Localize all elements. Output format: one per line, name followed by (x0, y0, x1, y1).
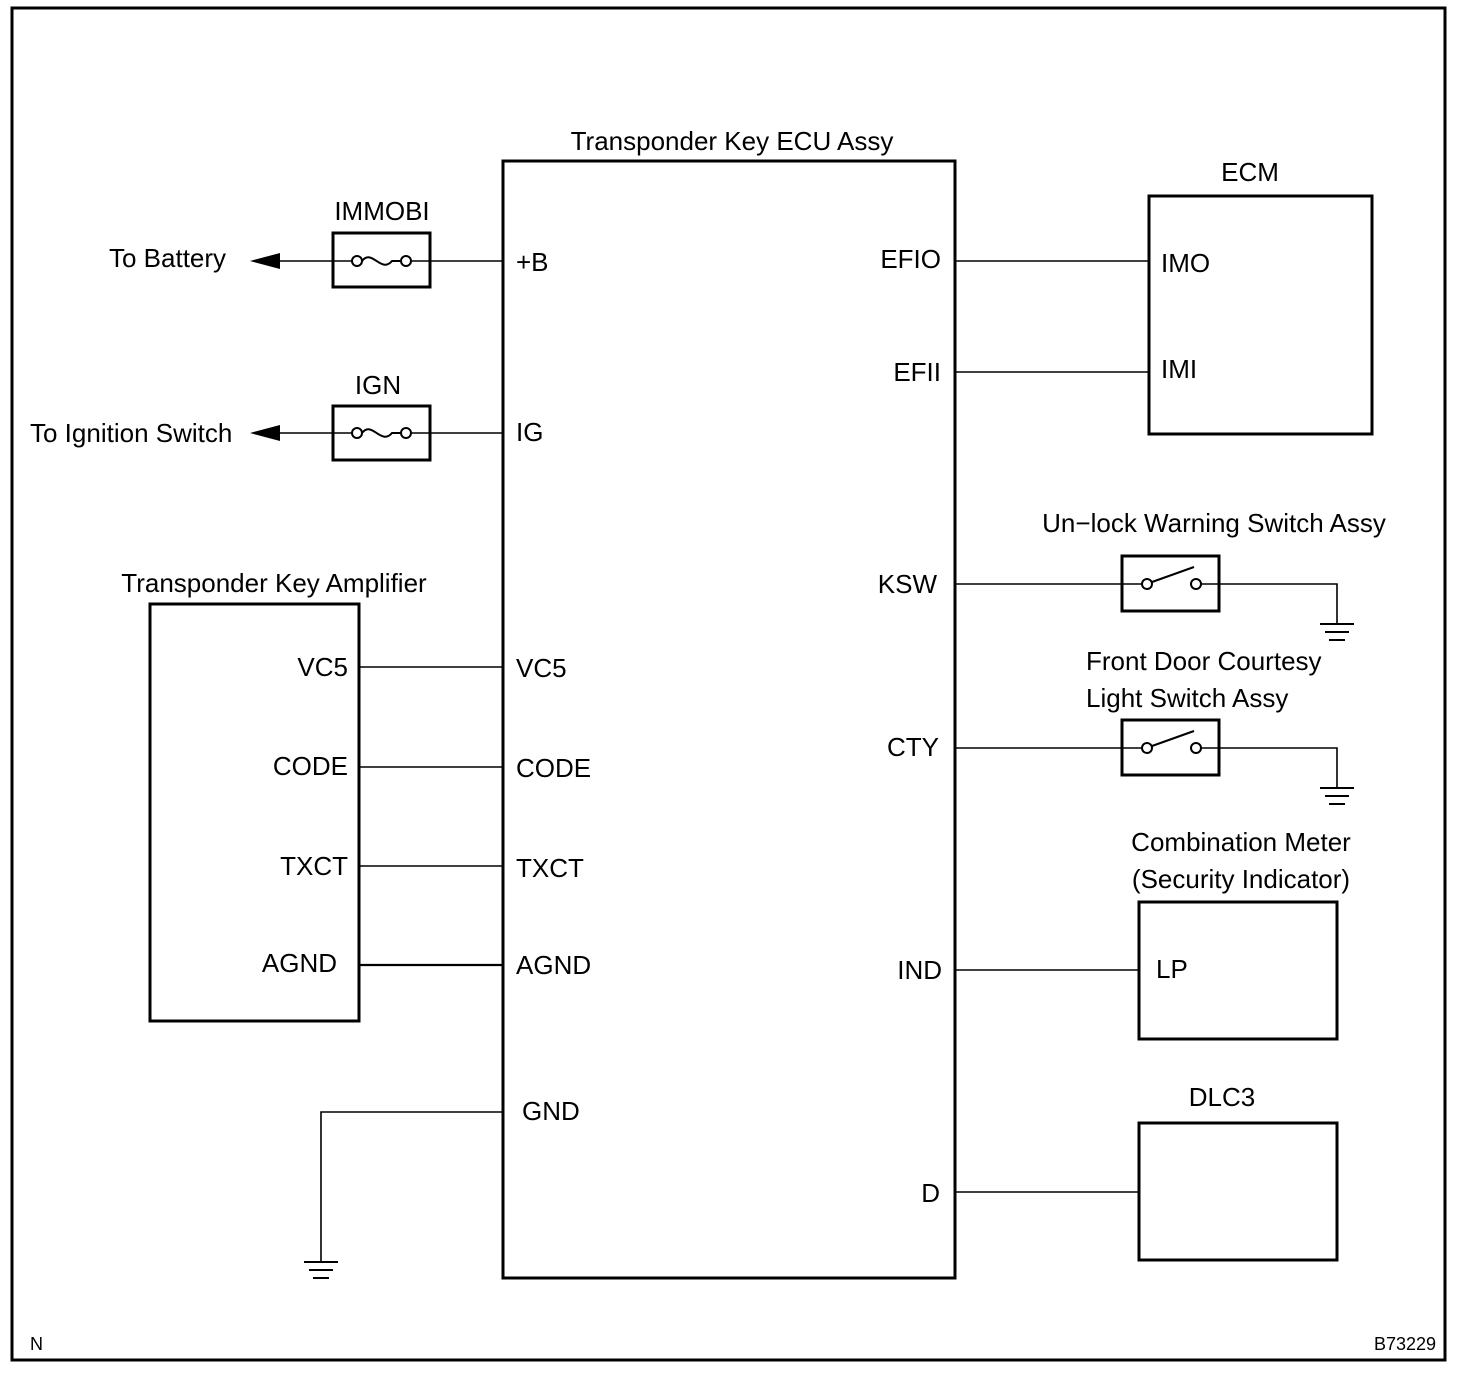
meter-pin-lp: LP (1156, 954, 1188, 984)
dlc3-box (1137, 1121, 1339, 1262)
dlc3-title: DLC3 (1189, 1082, 1255, 1112)
door-switch-title-line1: Front Door Courtesy (1086, 646, 1322, 676)
to-ignition-label: To Ignition Switch (30, 418, 232, 448)
ecu-pin-vc5: VC5 (516, 653, 567, 683)
ecu-title: Transponder Key ECU Assy (571, 126, 894, 156)
ground-icon (304, 1261, 338, 1279)
ecu-box (501, 159, 957, 1280)
ign-fuse-label: IGN (355, 370, 401, 400)
diagram-border (10, 6, 1447, 1362)
door-switch-title-line2: Light Switch Assy (1086, 683, 1288, 713)
ecu-pin-d: D (921, 1178, 940, 1208)
gnd-wire (320, 1111, 503, 1262)
ecu-pin-plus-b: +B (516, 247, 549, 277)
meter-title-line1: Combination Meter (1131, 827, 1351, 857)
amplifier-pin-agnd: AGND (262, 948, 337, 978)
door-ground-icon (1320, 787, 1354, 805)
ecm-box (1147, 194, 1374, 436)
immobi-fuse-label: IMMOBI (334, 196, 429, 226)
amplifier-pin-code: CODE (273, 751, 348, 781)
meter-title-line2: (Security Indicator) (1132, 864, 1350, 894)
amplifier-pin-vc5: VC5 (297, 652, 348, 682)
ecu-pin-agnd: AGND (516, 950, 591, 980)
immobi-fuse-icon (331, 231, 432, 289)
unlock-ground-wire (1201, 583, 1338, 624)
door-ground-wire (1201, 747, 1338, 788)
unlock-ground-icon (1320, 623, 1354, 641)
ecu-pin-ksw: KSW (878, 569, 938, 599)
ecu-pin-ind: IND (897, 955, 942, 985)
ecu-pin-cty: CTY (887, 732, 939, 762)
amplifier-box (148, 602, 361, 1023)
ecu-pin-txct: TXCT (516, 853, 584, 883)
corner-code-right: B73229 (1374, 1334, 1436, 1354)
battery-arrow-icon (250, 253, 280, 269)
ecu-pin-efii: EFII (893, 357, 941, 387)
ecu-pin-code: CODE (516, 753, 591, 783)
ecu-pin-ig: IG (516, 417, 543, 447)
corner-code-left: N (30, 1334, 43, 1354)
ecm-pin-imo: IMO (1161, 248, 1210, 278)
ignition-arrow-icon (250, 425, 280, 441)
amplifier-pin-txct: TXCT (280, 851, 348, 881)
ecu-pin-gnd: GND (522, 1096, 580, 1126)
to-battery-label: To Battery (109, 243, 226, 273)
ecu-pin-efio: EFIO (880, 244, 941, 274)
unlock-switch-title: Un−lock Warning Switch Assy (1042, 508, 1386, 538)
ecm-pin-imi: IMI (1161, 354, 1197, 384)
amplifier-title: Transponder Key Amplifier (121, 568, 427, 598)
ecm-title: ECM (1221, 157, 1279, 187)
